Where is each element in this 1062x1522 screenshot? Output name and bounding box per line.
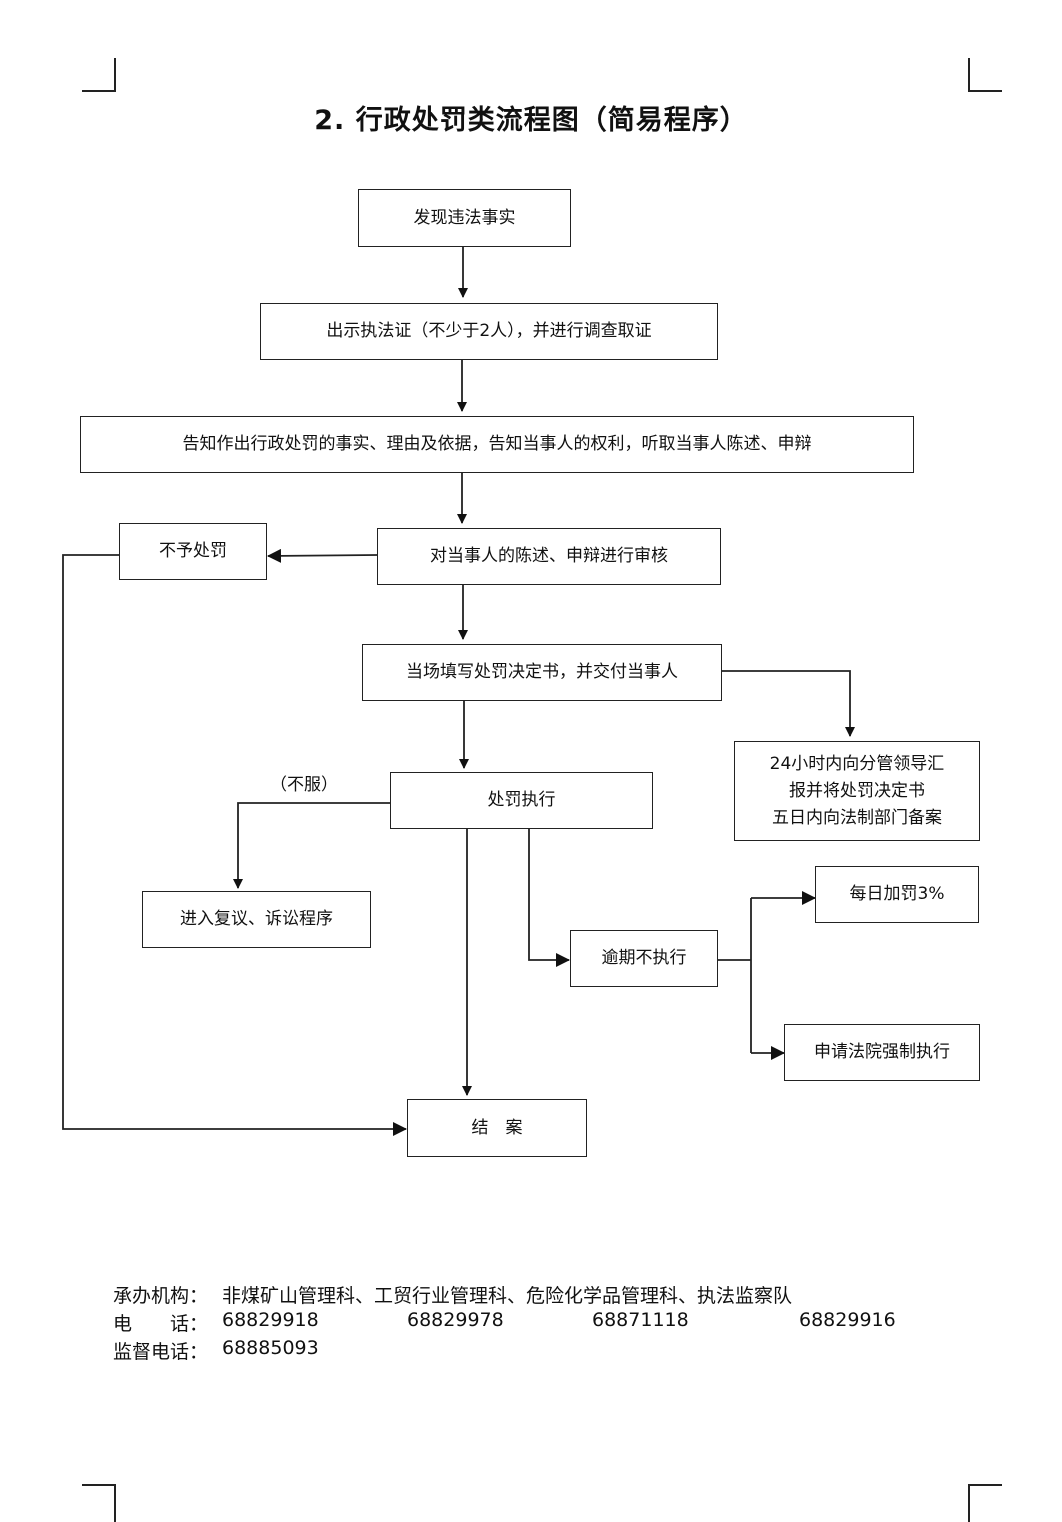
crop-mark-top-right [968, 58, 1002, 92]
arrow-no-penalty-to-close [62, 554, 407, 1136]
node-review: 对当事人的陈述、申辩进行审核 [377, 528, 721, 585]
footer-phone-2: 68829978 [407, 1309, 504, 1331]
footer-phone-4: 68829916 [799, 1309, 896, 1331]
node-overdue: 逾期不执行 [570, 930, 718, 987]
node-decision: 当场填写处罚决定书，并交付当事人 [362, 644, 722, 701]
node-daily-fine: 每日加罚3% [815, 866, 979, 923]
footer-supervise-phone: 68885093 [222, 1337, 319, 1359]
node-court: 申请法院强制执行 [784, 1024, 980, 1081]
arrow-execute-to-overdue [528, 829, 570, 967]
node-no-penalty: 不予处罚 [119, 523, 267, 580]
node-show-cert: 出示执法证（不少于2人），并进行调查取证 [260, 303, 718, 360]
footer-phone-label: 电 话： [113, 1313, 209, 1335]
page-title: 2. 行政处罚类流程图（简易程序） [314, 105, 748, 136]
arrow-decision-to-report [722, 670, 855, 737]
footer-phone-1: 68829918 [222, 1309, 319, 1331]
node-report: 24小时内向分管领导汇 报并将处罚决定书 五日内向法制部门备案 [734, 741, 980, 841]
footer-phone-3: 68871118 [592, 1309, 689, 1331]
node-close: 结 案 [407, 1099, 587, 1157]
crop-mark-bottom-right [968, 1484, 1002, 1522]
node-notify: 告知作出行政处罚的事实、理由及依据，告知当事人的权利，听取当事人陈述、申辩 [80, 416, 914, 473]
node-reconsider: 进入复议、诉讼程序 [142, 891, 371, 948]
edge-label-disagree: （不服） [270, 775, 338, 795]
node-execute: 处罚执行 [390, 772, 653, 829]
footer-supervise-label: 监督电话： [113, 1341, 209, 1363]
arrow-review-to-no-penalty [267, 548, 378, 563]
arrow-execute-to-reconsider [233, 802, 390, 889]
footer-org-label: 承办机构： [113, 1285, 209, 1307]
node-discover: 发现违法事实 [358, 189, 571, 247]
crop-mark-bottom-left [82, 1484, 116, 1522]
footer-org-value: 非煤矿山管理科、工贸行业管理科、危险化学品管理科、执法监察队 [222, 1285, 793, 1307]
crop-mark-top-left [82, 58, 116, 92]
